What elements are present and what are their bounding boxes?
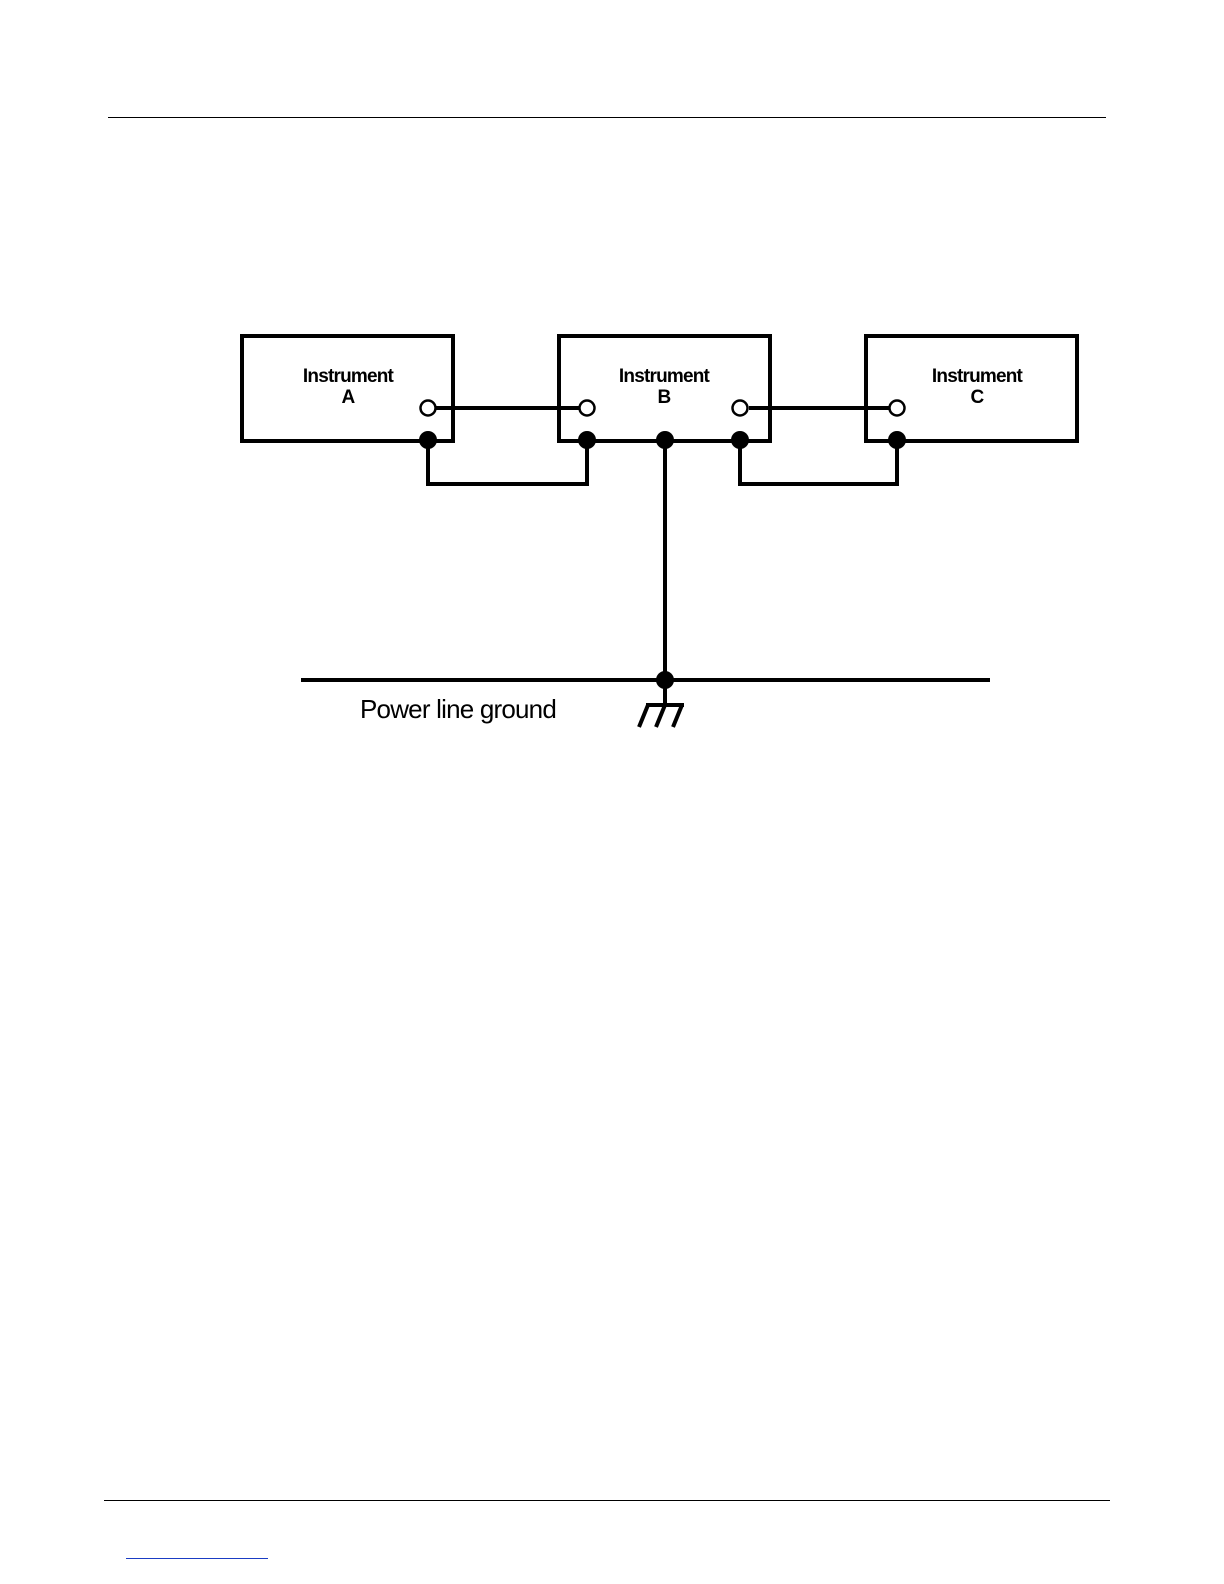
instrument-c-letter: C: [971, 387, 985, 408]
ground-terminal-b-center: [656, 431, 674, 449]
ground-terminal-b-left: [578, 431, 596, 449]
grounding-diagram: Instrument A Instrument B Instrument C P…: [0, 0, 1224, 800]
footer-rule: [104, 1500, 1110, 1501]
footer-link-underline[interactable]: [126, 1558, 268, 1559]
signal-terminal-c: [890, 401, 905, 416]
ground-terminal-c: [888, 431, 906, 449]
ground-terminal-a: [419, 431, 437, 449]
ground-junction-node: [656, 671, 674, 689]
power-line-ground-label: Power line ground: [360, 694, 556, 724]
instrument-b-letter: B: [658, 387, 671, 408]
instrument-a-letter: A: [342, 387, 356, 408]
signal-terminal-a: [421, 401, 436, 416]
signal-terminal-b-right: [733, 401, 748, 416]
ground-link-a-b: [428, 440, 587, 484]
ground-link-b-c: [740, 440, 897, 484]
instrument-a-title: Instrument: [303, 366, 395, 387]
instrument-c-title: Instrument: [932, 366, 1024, 387]
instrument-b-title: Instrument: [619, 366, 711, 387]
signal-terminal-b-left: [580, 401, 595, 416]
ground-terminal-b-right: [731, 431, 749, 449]
